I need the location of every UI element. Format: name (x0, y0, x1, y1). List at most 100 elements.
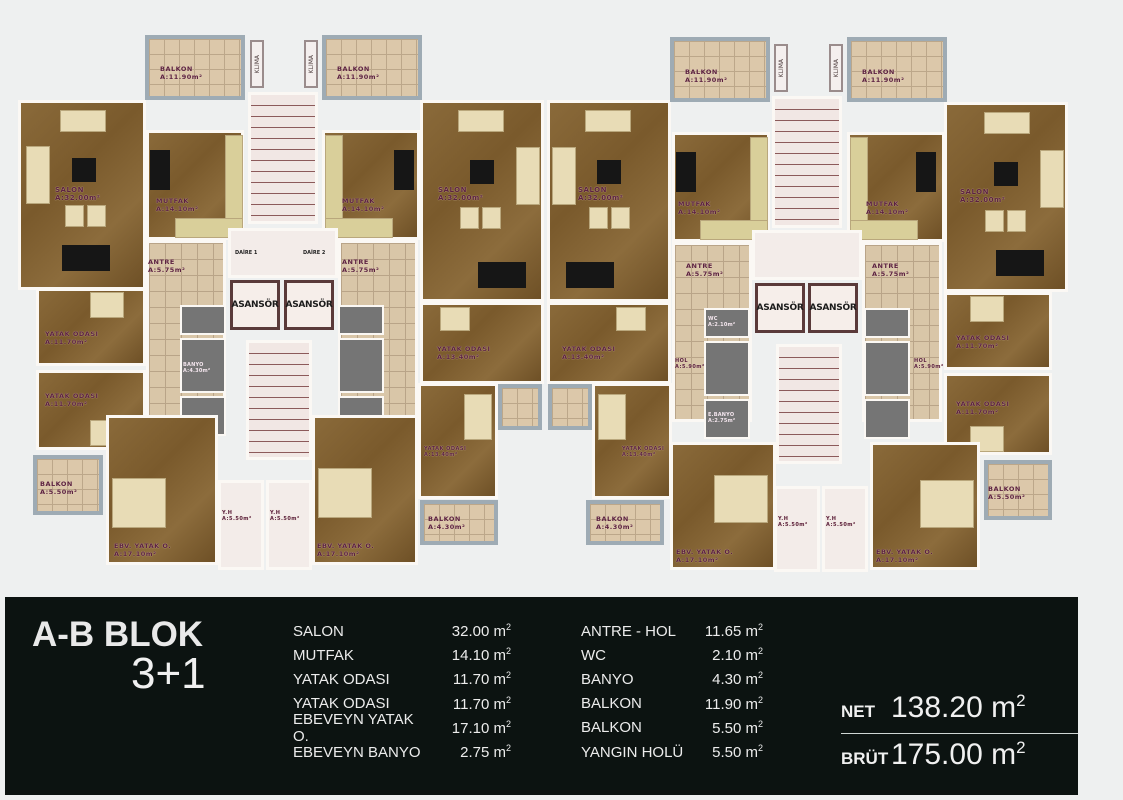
area-number: 14.10 (451, 647, 490, 665)
balcony-room (322, 35, 422, 100)
unit: m (745, 623, 758, 641)
area-value: 11.70 m2 (433, 695, 511, 713)
area-number: 11.70 (452, 695, 490, 713)
fire-hall (822, 486, 868, 572)
room-label: HOL A:5.90m² (675, 358, 705, 370)
room-label: SALON A:32.00m² (438, 186, 484, 202)
area-value: 2.75 m2 (433, 743, 511, 761)
unit: m (991, 738, 1017, 771)
brut-number: 175.00 (891, 738, 983, 771)
room-label: YATAK ODASI A:13.40m² (562, 345, 616, 361)
bed (318, 468, 372, 518)
bed (616, 307, 646, 331)
net-value: 138.20 m2 (891, 691, 1026, 725)
coffee-table (470, 160, 494, 184)
area-value: 5.50 m2 (685, 743, 763, 761)
room-label: ANTRE A:5.75m² (686, 262, 724, 278)
area-number: 32.00 (451, 623, 490, 641)
sofa (984, 112, 1030, 134)
klima-label: KLİMA (253, 54, 261, 74)
ottoman (611, 207, 630, 229)
area-value: 2.10 m2 (685, 646, 763, 664)
room-label: E.BANYO A:2.75m² (708, 412, 736, 424)
sofa (516, 147, 540, 205)
wc-room (180, 305, 226, 335)
area-name: EBEVEYN BANYO (293, 743, 421, 761)
kitchen-table (676, 152, 696, 192)
stairwell (776, 344, 842, 464)
balcony-room (548, 384, 592, 430)
area-name: WC (581, 646, 606, 664)
fire-hall (218, 480, 264, 570)
coffee-table (994, 162, 1018, 186)
balcony-room (847, 37, 947, 102)
room-label: Y.H A:5.50m² (270, 510, 300, 522)
room-label: MUTFAK A:14.10m² (156, 197, 199, 213)
fire-hall (266, 480, 312, 570)
room-label: BALKON A:5.50m² (40, 480, 78, 496)
klima-box: KLİMA (304, 40, 318, 88)
bed (714, 475, 768, 523)
room-label: BALKON A:11.90m² (337, 65, 380, 81)
room-label: YATAK ODASI A:13.40m² (437, 345, 491, 361)
ottoman (460, 207, 479, 229)
room-label: ANTRE A:5.75m² (342, 258, 380, 274)
room-label: Y.H A:5.50m² (826, 516, 856, 528)
area-name: ANTRE - HOL (581, 622, 677, 640)
room-label: BALKON A:4.30m² (428, 515, 466, 531)
unit: m (991, 691, 1017, 724)
unit-sup: 2 (1016, 691, 1026, 710)
unit: m (493, 719, 506, 737)
area-name: BANYO (581, 670, 634, 688)
bed (920, 480, 974, 528)
room-label: BALKON A:4.30m² (596, 515, 634, 531)
wc-room (338, 305, 384, 335)
bathroom (864, 341, 910, 396)
unit-sup: 2 (505, 622, 511, 633)
unit: m (493, 671, 506, 689)
klima-label: KLİMA (777, 58, 785, 78)
wc-room (864, 308, 910, 338)
unit-sup: 2 (757, 743, 763, 754)
unit-sup: 2 (757, 694, 763, 705)
area-row: YATAK ODASI 11.70 m2 (293, 692, 511, 716)
floor-plan: BALKON A:11.90m² BALKON A:11.90m² KLİMA … (18, 35, 1068, 572)
room-label: BALKON A:11.90m² (160, 65, 203, 81)
bed (464, 394, 492, 440)
ottoman (589, 207, 608, 229)
room-label: MUTFAK A:14.10m² (678, 200, 721, 216)
kitchen-table (150, 150, 170, 190)
area-name: SALON (293, 622, 344, 640)
sofa (585, 110, 631, 132)
room-label: ANTRE A:5.75m² (872, 262, 910, 278)
kitchen-table (916, 152, 936, 192)
room-label: BALKON A:5.50m² (988, 485, 1026, 501)
elevator: ASANSÖR (230, 280, 280, 330)
area-value: 11.65 m2 (685, 622, 763, 640)
area-name: YATAK ODASI (293, 695, 390, 713)
kitchen-table (394, 150, 414, 190)
wc-room (704, 308, 750, 338)
elevator: ASANSÖR (808, 283, 858, 333)
sofa (552, 147, 576, 205)
area-name: EBEVEYN YATAK O. (293, 710, 414, 745)
ottoman (65, 205, 84, 227)
area-value: 14.10 m2 (433, 646, 511, 664)
unit-sup: 2 (757, 646, 763, 657)
area-row: WC 2.10 m2 (581, 643, 763, 667)
ottoman (482, 207, 501, 229)
area-name: BALKON (581, 719, 642, 737)
area-number: 2.10 (712, 647, 742, 665)
net-number: 138.20 (891, 691, 983, 724)
klima-label: KLİMA (832, 58, 840, 78)
area-row: EBEVEYN BANYO 2.75 m2 (293, 740, 511, 764)
unit-sup: 2 (757, 670, 763, 681)
bed (440, 307, 470, 331)
area-value: 11.70 m2 (433, 670, 511, 688)
area-number: 4.30 (712, 671, 742, 689)
